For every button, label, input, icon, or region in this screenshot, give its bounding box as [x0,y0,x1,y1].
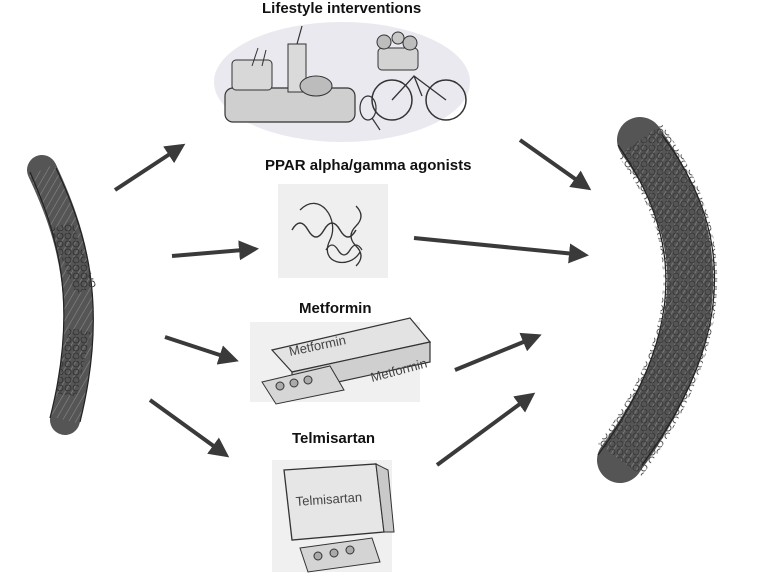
arrow-to-telmisartan [148,398,230,458]
left-vessel [27,155,97,435]
ppar-illustration [278,184,388,278]
telmisartan-illustration: Telmisartan [272,460,395,573]
arrow-from-metformin [454,332,542,372]
arrow-from-telmisartan [435,392,536,467]
arrow-to-ppar [171,240,259,261]
arrows-out [413,138,592,467]
arrow-to-metformin [164,335,239,365]
label-lifestyle-interventions: Lifestyle interventions [262,0,422,17]
telmisartan-box-label: Telmisartan [295,489,362,509]
arrow-from-ppar [413,236,589,264]
arrows-in [113,143,259,458]
metformin-illustration: Metformin Metformin [250,317,432,405]
lifestyle-illustration [214,22,470,142]
right-vessel [597,117,718,483]
label-ppar-agonists: PPAR alpha/gamma agonists [265,157,472,174]
arrow-from-lifestyle [518,138,592,191]
label-telmisartan: Telmisartan [292,430,376,447]
label-metformin: Metformin [299,300,372,317]
arrow-to-lifestyle [113,143,186,192]
